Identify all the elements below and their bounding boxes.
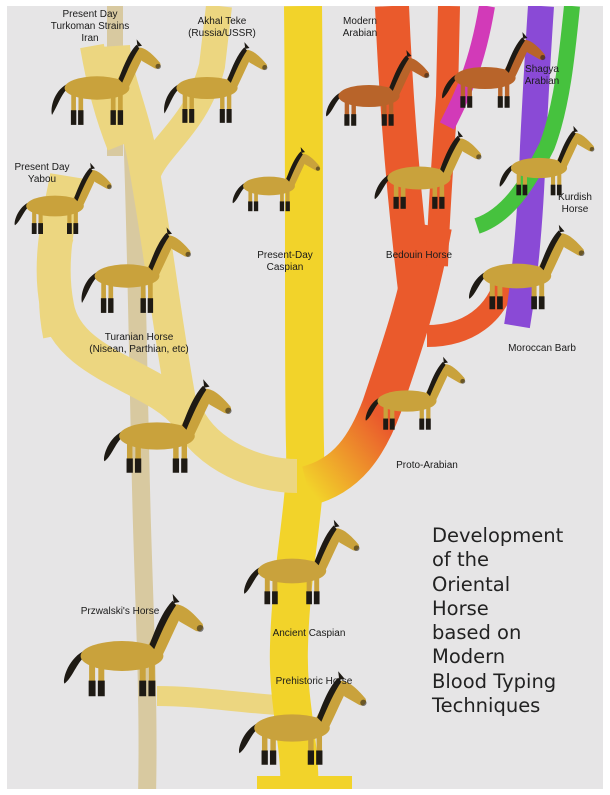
label-moroccan-barb: Moroccan Barb [492, 343, 592, 355]
label-proto-arabian: Proto-Arabian [377, 460, 477, 472]
label-przewalski: Przwalski's Horse [65, 606, 175, 618]
branch-bedouin-up [437, 6, 449, 266]
label-turanian: Turanian Horse(Nisean, Parthian, etc) [69, 332, 209, 356]
label-prehistoric: Prehistoric Horse [259, 676, 369, 688]
label-akhal-teke: Akhal Teke(Russia/USSR) [167, 16, 277, 40]
label-bedouin: Bedouin Horse [369, 250, 469, 262]
branch-yabou [51, 236, 62, 336]
trunk-caspian [289, 6, 305, 789]
label-ancient-caspian: Ancient Caspian [259, 628, 359, 640]
diagram-title: Development of the Oriental Horse based … [432, 524, 563, 718]
